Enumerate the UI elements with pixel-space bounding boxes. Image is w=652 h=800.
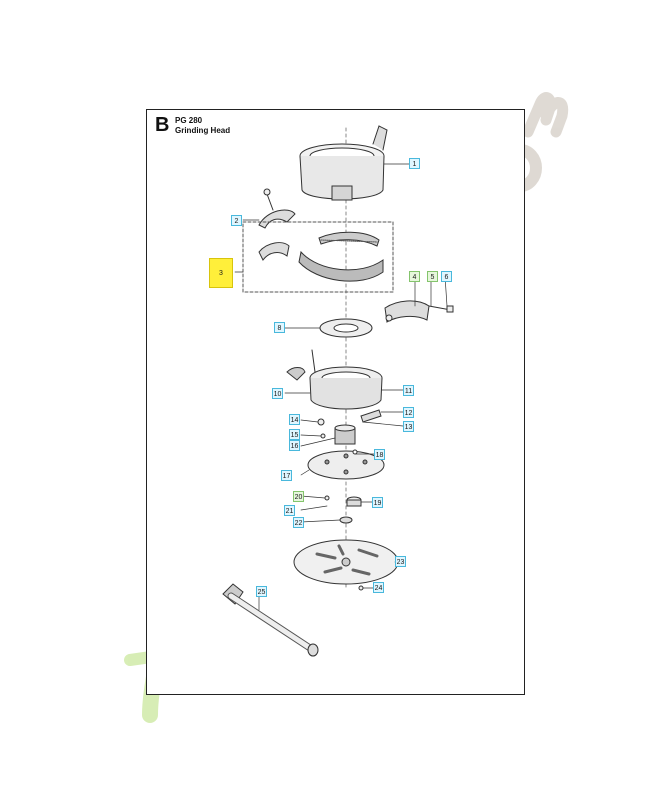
callout-16[interactable]: 16 <box>289 440 300 451</box>
callout-23[interactable]: 23 <box>395 556 406 567</box>
callout-22[interactable]: 22 <box>293 517 304 528</box>
callout-12[interactable]: 12 <box>403 407 414 418</box>
part-gear-housing <box>286 349 383 410</box>
part-housing <box>299 125 388 201</box>
callout-8[interactable]: 8 <box>274 322 285 333</box>
callout-3[interactable]: 3 <box>209 258 233 288</box>
part-seal-ring <box>319 318 373 338</box>
part-clamp <box>258 188 296 229</box>
callout-1[interactable]: 1 <box>409 158 420 169</box>
model-name: PG 280 <box>175 116 203 125</box>
diagram-subtitle: Grinding Head <box>175 126 231 135</box>
callout-14[interactable]: 14 <box>289 414 300 425</box>
part-service-tool <box>222 583 319 657</box>
callout-2[interactable]: 2 <box>231 215 242 226</box>
part-upper-plate <box>307 449 385 480</box>
section-letter: B <box>155 114 170 136</box>
callout-6[interactable]: 6 <box>441 271 452 282</box>
callout-5[interactable]: 5 <box>427 271 438 282</box>
callout-15[interactable]: 15 <box>289 429 300 440</box>
parts-diagram-sheet: B PG 280 Grinding Head <box>146 109 525 695</box>
callout-19[interactable]: 19 <box>372 497 383 508</box>
part-bracket <box>384 300 454 323</box>
part-small-hardware <box>317 409 382 445</box>
exploded-view-drawing <box>222 125 454 657</box>
callout-24[interactable]: 24 <box>373 582 384 593</box>
callout-11[interactable]: 11 <box>403 385 414 396</box>
part-brush-ring-set <box>258 231 384 282</box>
callout-4[interactable]: 4 <box>409 271 420 282</box>
callout-17[interactable]: 17 <box>281 470 292 481</box>
callout-13[interactable]: 13 <box>403 421 414 432</box>
part-grinding-disc <box>293 539 399 585</box>
callout-20[interactable]: 20 <box>293 491 304 502</box>
callout-18[interactable]: 18 <box>374 449 385 460</box>
callout-10[interactable]: 10 <box>272 388 283 399</box>
callout-25[interactable]: 25 <box>256 586 267 597</box>
callout-21[interactable]: 21 <box>284 505 295 516</box>
part-hub <box>324 495 362 524</box>
